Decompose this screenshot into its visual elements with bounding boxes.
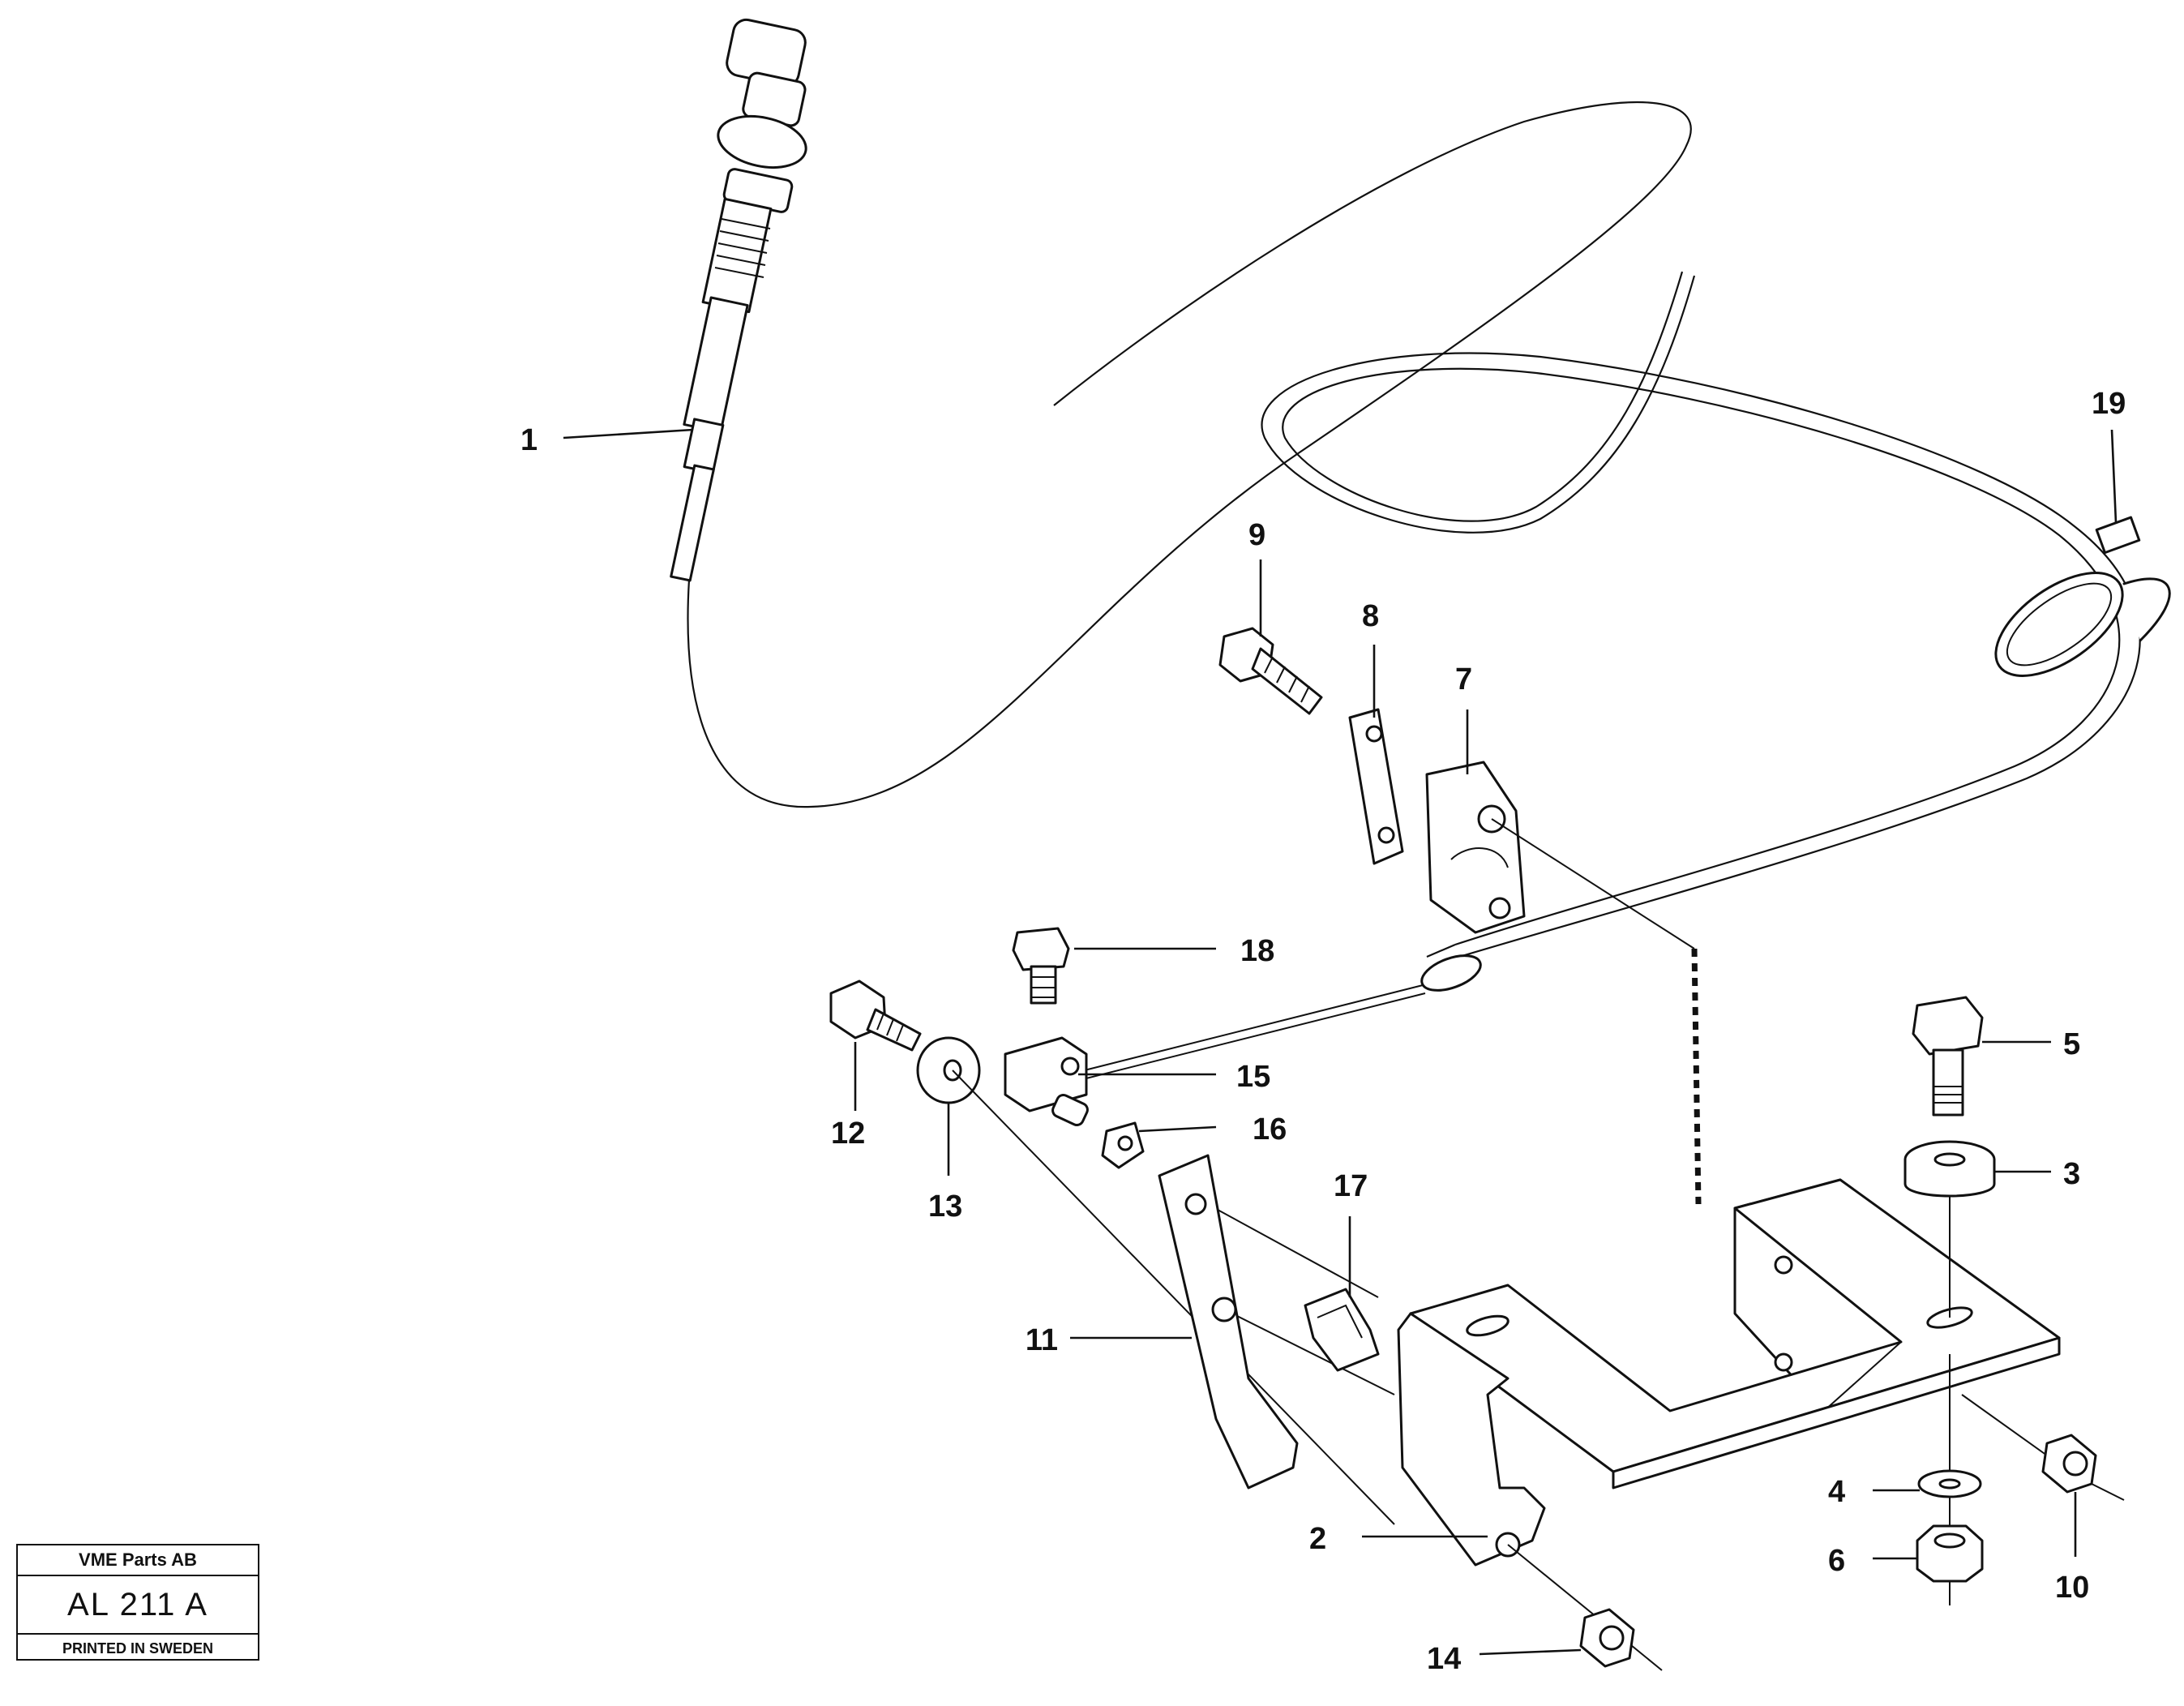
control-cable-inner-wire (687, 101, 1692, 808)
part-14-nut (1579, 1608, 1635, 1668)
callout-5: 5 (2063, 1027, 2080, 1061)
part-17-clip (1304, 1288, 1380, 1372)
part-4-washer (1917, 1469, 1982, 1498)
callout-7: 7 (1455, 662, 1472, 697)
leader-lines (563, 428, 2118, 1656)
part-2-bracket (1397, 1178, 2061, 1567)
part-9-bolt (1218, 627, 1323, 715)
part-13-washer (916, 1036, 981, 1104)
dashed-alignment-line (1691, 948, 1702, 1205)
cable-sheath-loop-inner (1282, 271, 2121, 946)
callout-8: 8 (1362, 599, 1379, 633)
callout-16: 16 (1253, 1112, 1287, 1147)
callout-17: 17 (1334, 1169, 1368, 1203)
callout-14: 14 (1427, 1642, 1461, 1676)
cable-ferrule (1051, 954, 1482, 1087)
callout-3: 3 (2063, 1157, 2080, 1191)
callout-12: 12 (831, 1117, 865, 1151)
title-block: VME Parts AB AL 211 A PRINTED IN SWEDEN (16, 1544, 259, 1661)
cable-sheath-loop-outer (1261, 275, 2141, 958)
callout-labels: 1 2 3 4 5 6 7 8 9 10 11 12 13 14 15 16 1… (520, 387, 2126, 1676)
part-12-bolt (829, 979, 922, 1052)
alignment-line-14 (1507, 1544, 1663, 1671)
callout-2: 2 (1309, 1522, 1326, 1556)
part-7-cable-clamp (1425, 761, 1526, 934)
part-19-cable-tie (1994, 516, 2171, 677)
part-15-cable-block (1004, 1036, 1089, 1127)
part-11-lever-plate (1158, 1154, 1299, 1490)
part-8-clamp-strap (1348, 708, 1404, 865)
title-block-drawing-number: AL 211 A (18, 1576, 258, 1635)
alignment-line-7 (1491, 818, 1695, 949)
part-10-nut (2041, 1434, 2097, 1494)
part-1-control-knob (670, 18, 807, 582)
callout-9: 9 (1248, 518, 1265, 552)
callout-18: 18 (1240, 934, 1274, 968)
alignment-line-11 (1199, 1199, 1379, 1298)
part-3-spacer (1904, 1140, 1996, 1198)
callout-6: 6 (1828, 1544, 1845, 1578)
title-block-printed: PRINTED IN SWEDEN (62, 1640, 213, 1657)
part-18-bolt (1012, 927, 1070, 1005)
callout-11: 11 (1026, 1323, 1058, 1357)
title-block-company: VME Parts AB (18, 1545, 258, 1576)
callout-1: 1 (520, 423, 537, 457)
part-6-nut (1916, 1524, 1984, 1583)
callout-13: 13 (928, 1189, 962, 1224)
alignment-line-13 (952, 1069, 1395, 1525)
callout-15: 15 (1236, 1060, 1270, 1094)
part-16-lock-tab (1101, 1121, 1145, 1169)
alignment-line-11b (1223, 1309, 1395, 1395)
alignment-line-10 (1961, 1394, 2125, 1501)
callout-10: 10 (2055, 1571, 2089, 1605)
callout-19: 19 (2092, 387, 2126, 421)
callout-4: 4 (1828, 1475, 1845, 1509)
part-5-bolt (1912, 996, 1984, 1117)
